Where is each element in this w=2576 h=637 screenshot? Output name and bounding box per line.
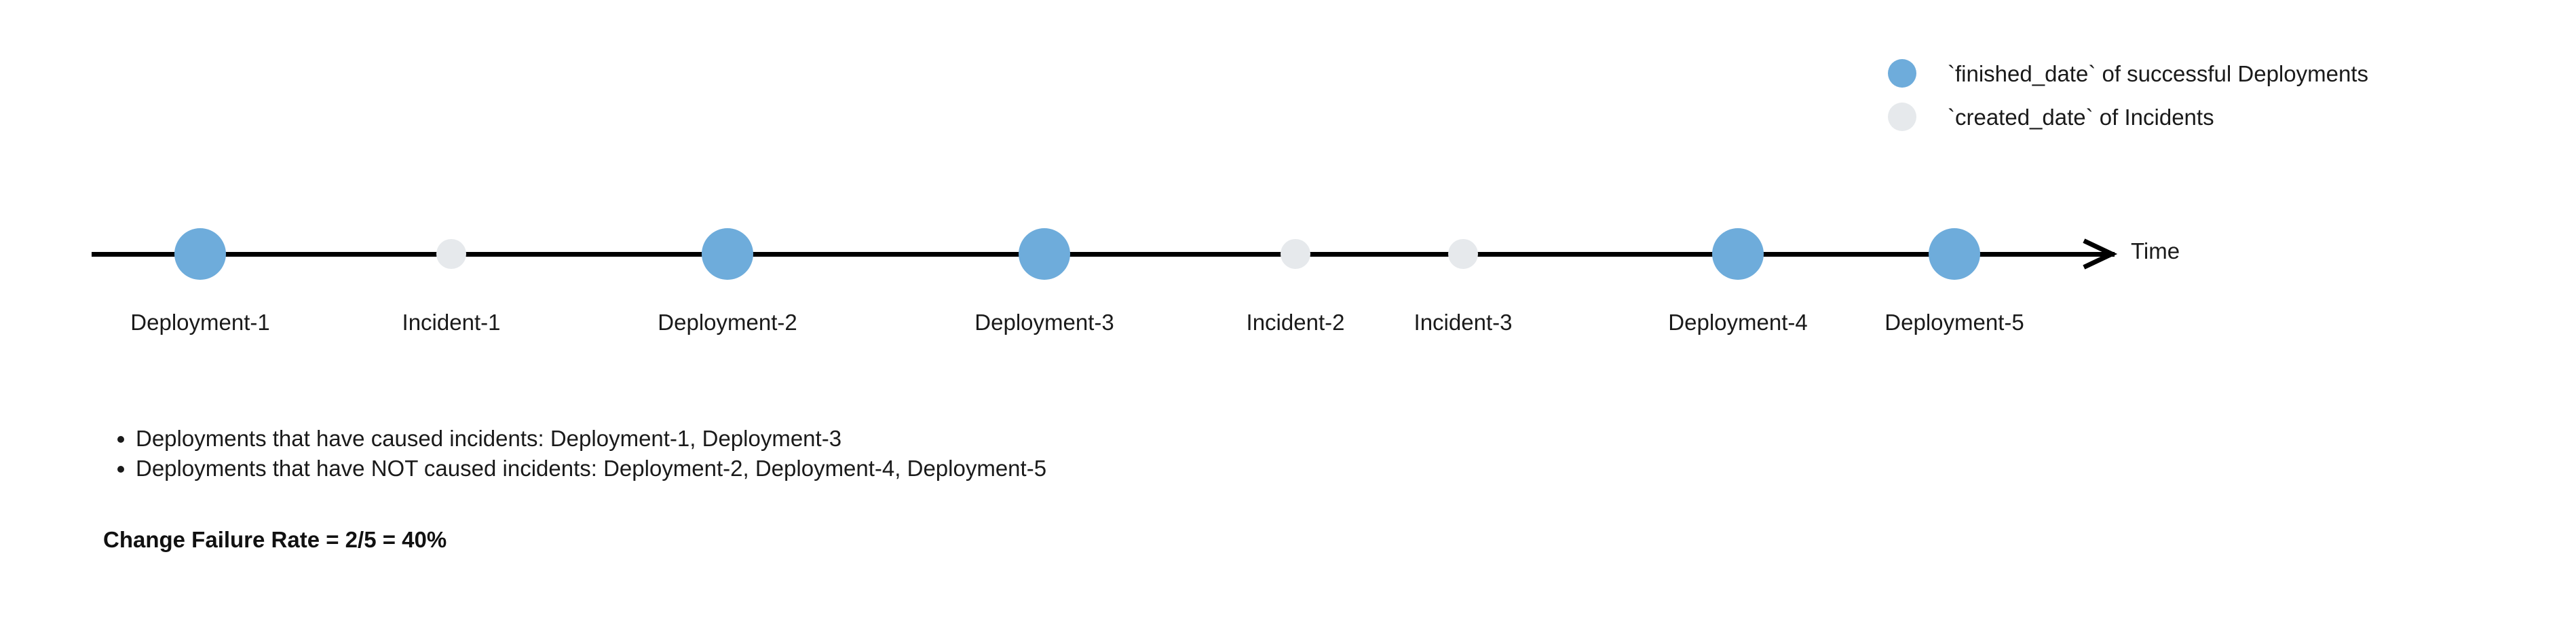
legend: `finished_date` of successful Deployment… [1888, 52, 2553, 139]
gray-circle-icon [1888, 103, 1916, 131]
timeline-label-deployment-1: Deployment-1 [130, 310, 270, 335]
notes-list: Deployments that have caused incidents: … [103, 424, 2139, 484]
timeline-label-incident-3: Incident-3 [1414, 310, 1513, 335]
timeline-label-incident-2: Incident-2 [1246, 310, 1345, 335]
timeline-label-deployment-5: Deployment-5 [1884, 310, 2024, 335]
legend-label-deployments: `finished_date` of successful Deployment… [1948, 60, 2368, 86]
timeline-marker-deployment[interactable] [174, 228, 226, 280]
blue-circle-icon [1888, 59, 1916, 88]
arrow-right-icon [2083, 238, 2118, 270]
list-item: Deployments that have NOT caused inciden… [136, 454, 2139, 484]
timeline-label-deployment-3: Deployment-3 [974, 310, 1114, 335]
timeline-marker-incident[interactable] [1448, 239, 1478, 269]
timeline-label-deployment-2: Deployment-2 [658, 310, 797, 335]
timeline-chart: Time Deployment-1 Incident-1 Deployment-… [92, 228, 2180, 335]
timeline-label-incident-1: Incident-1 [402, 310, 501, 335]
legend-item-incidents: `created_date` of Incidents [1888, 95, 2553, 139]
timeline-label-deployment-4: Deployment-4 [1668, 310, 1808, 335]
timeline-marker-deployment[interactable] [1929, 228, 1980, 280]
legend-item-deployments: `finished_date` of successful Deployment… [1888, 52, 2553, 95]
timeline-axis-line [92, 252, 2115, 257]
list-item: Deployments that have caused incidents: … [136, 424, 2139, 454]
timeline-marker-deployment[interactable] [1019, 228, 1070, 280]
timeline-marker-incident[interactable] [1281, 239, 1310, 269]
timeline-marker-deployment[interactable] [702, 228, 753, 280]
legend-label-incidents: `created_date` of Incidents [1948, 104, 2214, 130]
axis-label-time: Time [2131, 238, 2180, 263]
change-failure-rate-summary: Change Failure Rate = 2/5 = 40% [103, 527, 447, 552]
timeline-marker-incident[interactable] [436, 239, 466, 269]
timeline-marker-deployment[interactable] [1712, 228, 1764, 280]
